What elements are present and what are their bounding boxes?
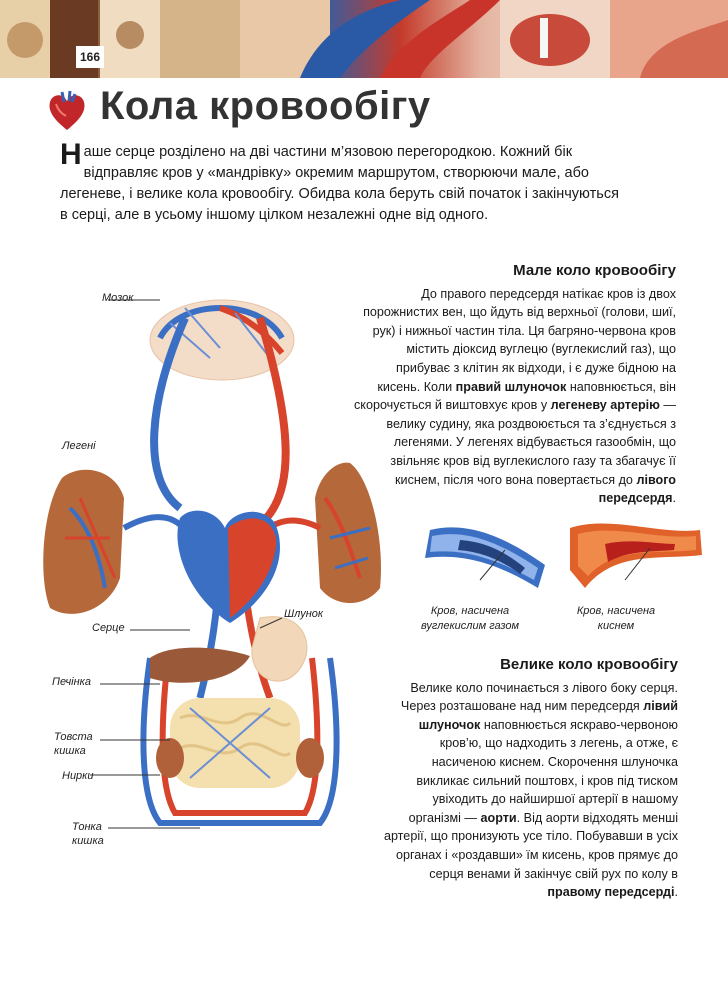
large-circle-section: Велике коло кровообігу Велике коло почин… xyxy=(382,656,678,902)
page-title: Кола кровообігу xyxy=(100,84,431,128)
caption-red-blood: Кров, насичена киснем xyxy=(576,605,656,632)
term-left-ventricle: лівий шлуночок xyxy=(418,699,678,732)
label-colon: Товста кишка xyxy=(54,731,93,757)
red-vessel-image xyxy=(570,523,702,588)
heart-icon xyxy=(49,90,85,130)
small-circle-text: До правого передсердя натікає кров із дв… xyxy=(354,286,676,506)
small-circle-section: Мале коло кровообігу До правого передсер… xyxy=(350,262,676,508)
label-small-intestine: Тонка кишка xyxy=(72,821,104,847)
dropcap-letter: Н xyxy=(60,138,82,171)
vessel-illustrations xyxy=(425,523,702,588)
liver-shape xyxy=(150,647,250,683)
page-number: 166 xyxy=(76,46,104,68)
kidney-shape xyxy=(156,738,184,778)
intestines-shape xyxy=(170,698,300,788)
label-kidneys: Нирки xyxy=(62,770,94,782)
term-right-ventricle: правий шлуночок xyxy=(455,379,567,394)
term-pulmonary-artery: легеневу артерію xyxy=(550,398,660,413)
large-circle-text: Велике коло починається з лівого боку се… xyxy=(383,680,678,900)
circulatory-system-diagram xyxy=(43,299,381,829)
blue-vessel-image xyxy=(425,527,545,588)
caption-blue-blood: Кров, насичена вуглекислим газом xyxy=(420,605,520,632)
label-liver: Печінка xyxy=(52,676,91,688)
term-left-atrium: лівого передсердя xyxy=(598,472,676,506)
header-banner-illustration xyxy=(0,0,728,78)
stomach-shape xyxy=(251,616,308,682)
large-circle-heading: Велике коло кровообігу xyxy=(500,656,678,673)
small-circle-heading: Мале коло кровообігу xyxy=(513,262,676,279)
label-stomach: Шлунок xyxy=(284,608,324,620)
label-brain: Мозок xyxy=(102,292,134,304)
intro-text: аше серце розділено на дві частини м’язо… xyxy=(60,144,619,223)
label-lungs: Легені xyxy=(62,440,96,452)
term-right-atrium: правому передсерді xyxy=(547,885,675,900)
left-lung-shape xyxy=(43,469,124,614)
intro-paragraph: Н аше серце розділено на дві частини м’я… xyxy=(60,138,620,226)
term-aorta: аорти xyxy=(480,810,517,825)
label-heart: Серце xyxy=(92,622,125,634)
